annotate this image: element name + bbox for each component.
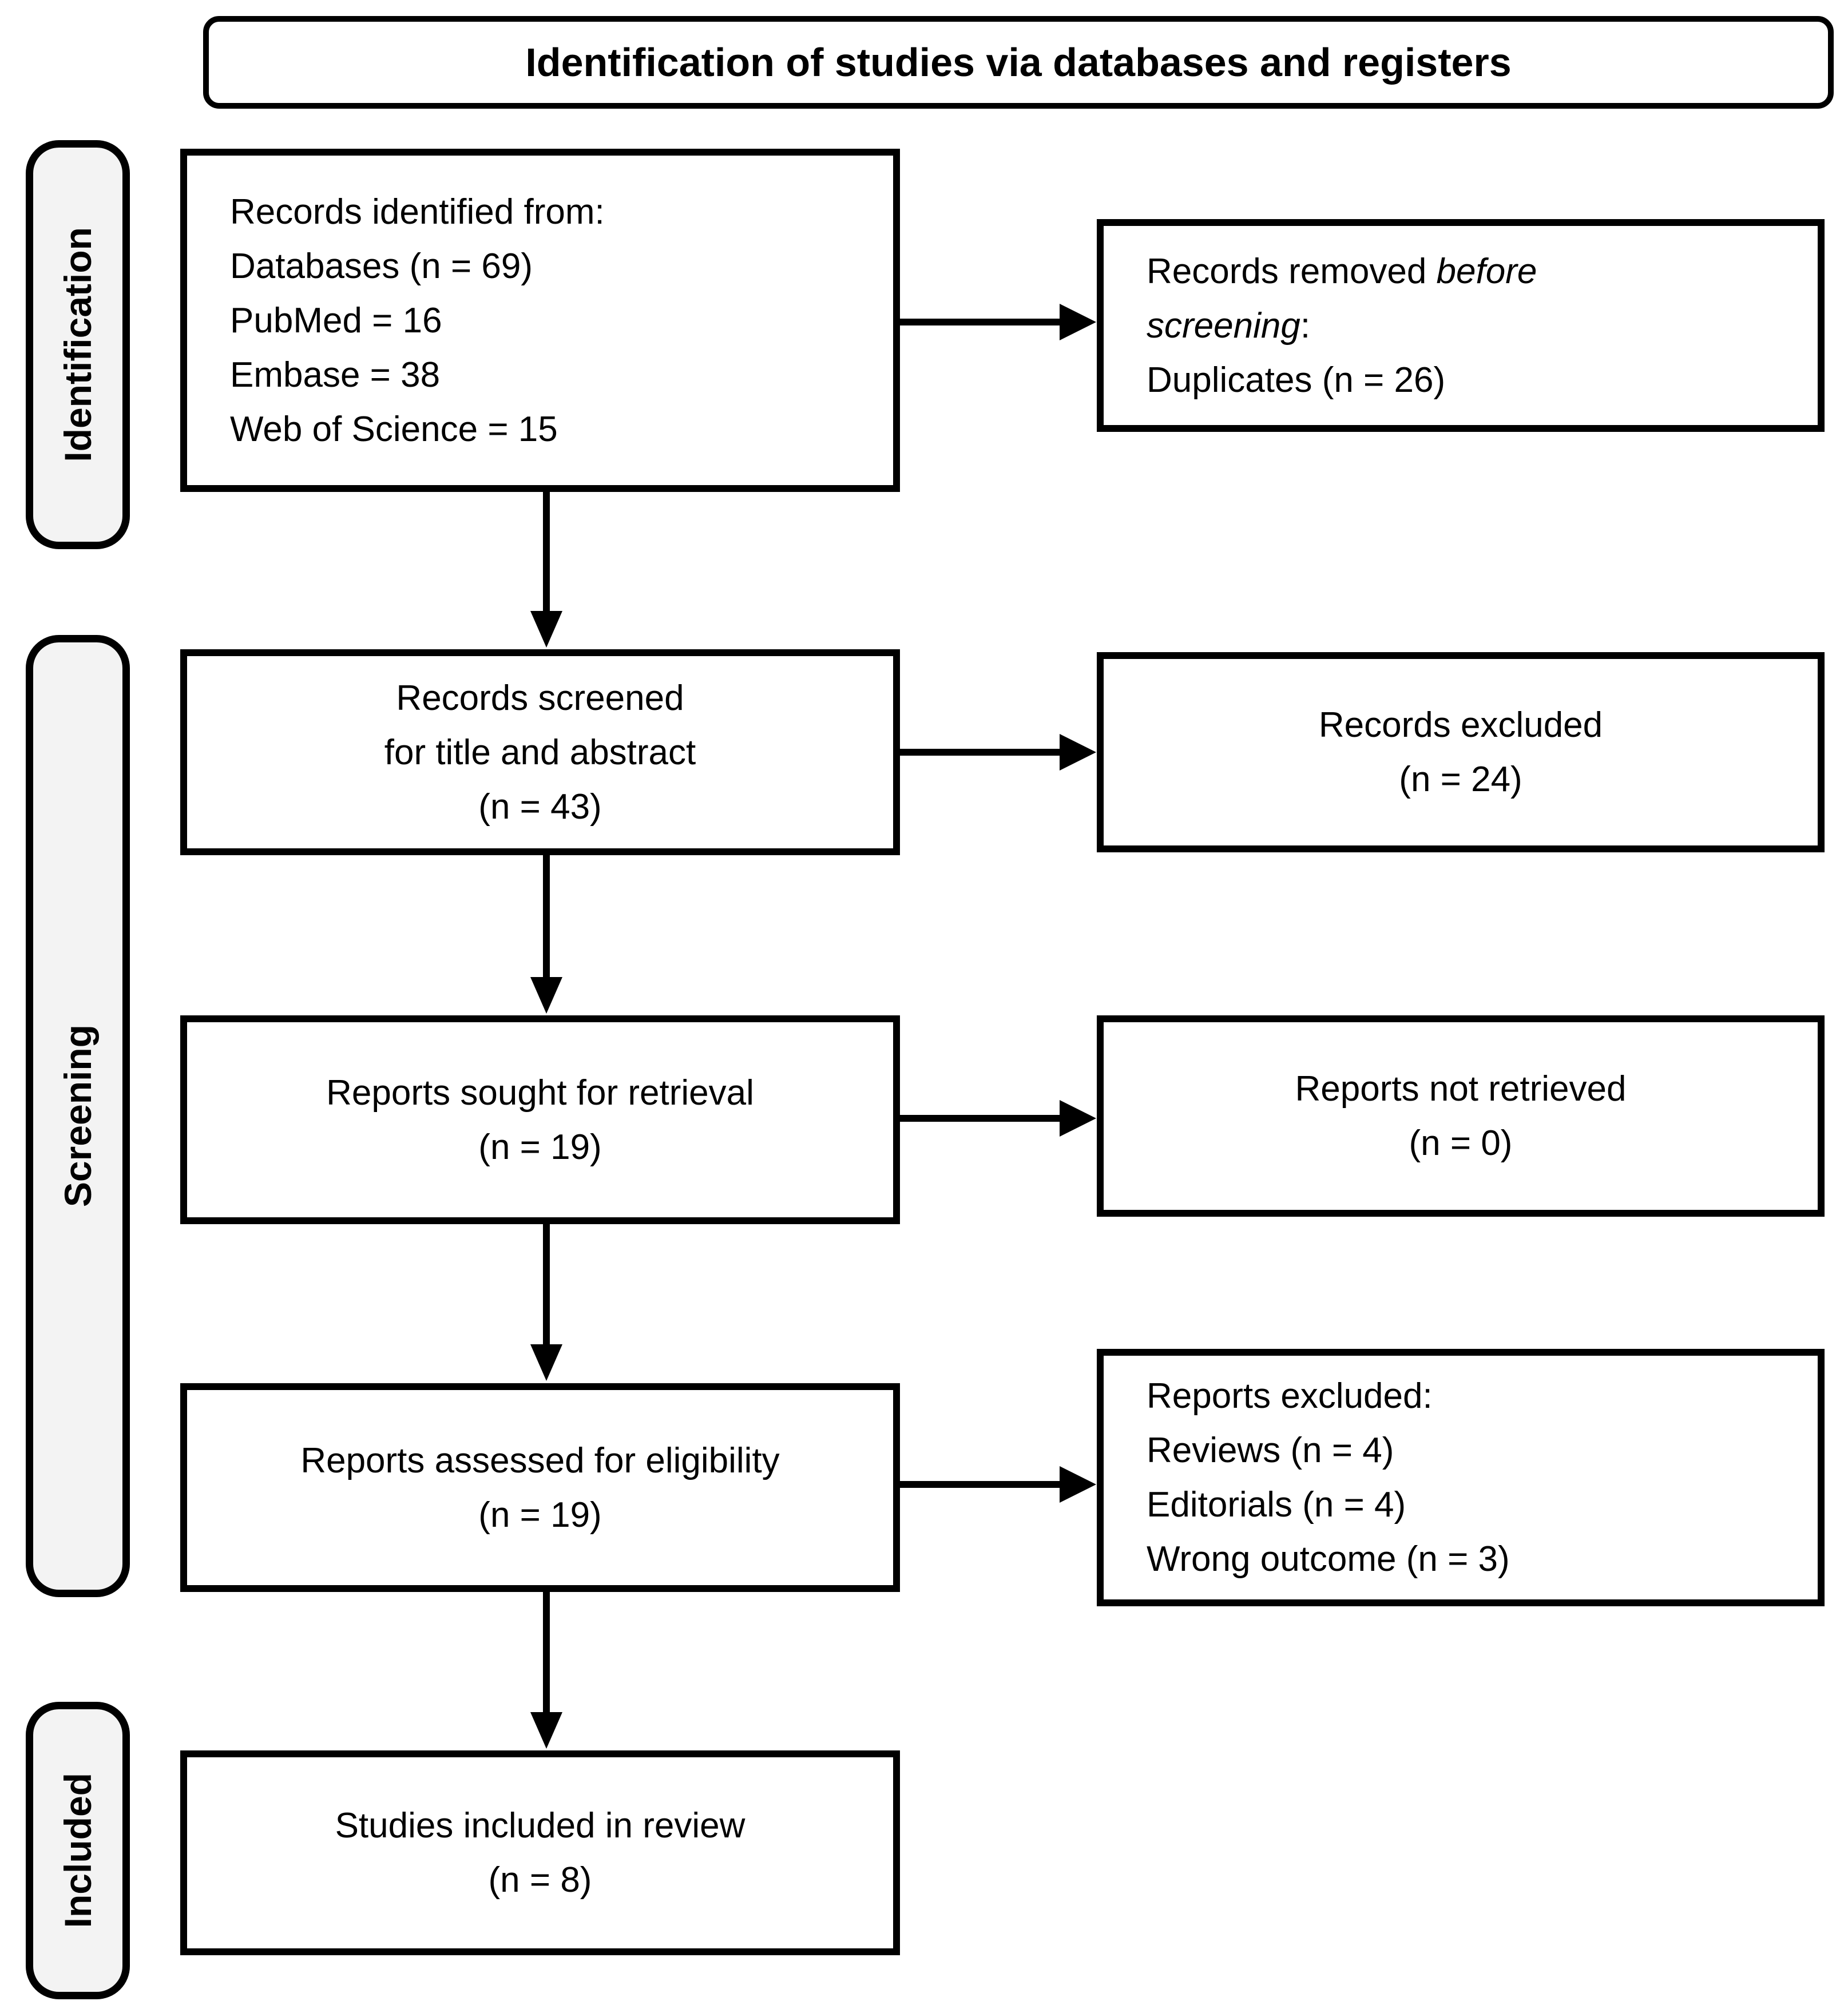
box-line: Records screened — [396, 678, 684, 718]
box-line: Records excluded — [1318, 705, 1603, 745]
box-line: (n = 0) — [1409, 1123, 1513, 1163]
box-line: (n = 43) — [478, 787, 602, 827]
box-reports-sought: Reports sought for retrieval (n = 19) — [180, 1015, 900, 1224]
arrow-sought-to-not-retrieved — [898, 1100, 1096, 1137]
box-line: (n = 19) — [478, 1127, 602, 1167]
box-line: Reports excluded: — [1147, 1376, 1433, 1416]
box-reports-excluded: Reports excluded: Reviews (n = 4) Editor… — [1097, 1349, 1825, 1606]
diagram-title-text: Identification of studies via databases … — [525, 40, 1512, 85]
box-line: Reports sought for retrieval — [326, 1073, 754, 1113]
box-line: Studies included in review — [335, 1806, 745, 1845]
arrow-sought-to-assessed — [530, 1222, 562, 1381]
box-line: Records identified from: — [230, 192, 605, 232]
stage-label-included-text: Included — [57, 1773, 99, 1928]
box-line: Databases (n = 69) — [230, 246, 533, 286]
box-line: Reports assessed for eligibility — [300, 1440, 780, 1480]
stage-label-included: Included — [26, 1702, 130, 1999]
box-line: screening: — [1147, 299, 1801, 353]
stage-label-identification: Identification — [26, 140, 130, 549]
box-line-italic-text: screening — [1147, 305, 1300, 346]
arrow-screened-to-sought — [530, 853, 562, 1014]
box-line-text: : — [1300, 305, 1311, 346]
box-line: Embase = 38 — [230, 355, 441, 395]
box-line-text: Records removed — [1147, 251, 1437, 291]
box-records-excluded: Records excluded (n = 24) — [1097, 652, 1825, 852]
arrow-assessed-to-reports-excluded — [898, 1466, 1096, 1503]
box-line: Duplicates (n = 26) — [1147, 360, 1446, 400]
box-records-removed: Records removed before screening: Duplic… — [1097, 219, 1825, 432]
box-line: PubMed = 16 — [230, 300, 442, 340]
box-reports-assessed: Reports assessed for eligibility (n = 19… — [180, 1383, 900, 1592]
arrow-assessed-to-included — [530, 1590, 562, 1749]
box-line-italic-text: before — [1436, 251, 1537, 291]
box-line: Reviews (n = 4) — [1147, 1431, 1394, 1470]
box-line: (n = 8) — [488, 1860, 592, 1900]
box-line: for title and abstract — [384, 732, 696, 772]
arrow-screened-to-excluded — [898, 734, 1096, 771]
box-line: Editorials (n = 4) — [1147, 1485, 1406, 1524]
box-line: Wrong outcome (n = 3) — [1147, 1539, 1510, 1579]
stage-label-screening: Screening — [26, 635, 130, 1597]
arrow-identified-to-screened — [530, 490, 562, 648]
arrow-identified-to-removed — [898, 304, 1096, 340]
box-records-screened: Records screened for title and abstract … — [180, 649, 900, 855]
box-line: (n = 24) — [1399, 760, 1522, 799]
box-line: Web of Science = 15 — [230, 409, 558, 449]
box-studies-included: Studies included in review (n = 8) — [180, 1750, 900, 1955]
stage-label-identification-text: Identification — [57, 227, 99, 462]
stage-label-screening-text: Screening — [57, 1025, 99, 1208]
diagram-title: Identification of studies via databases … — [203, 16, 1834, 109]
box-records-identified: Records identified from: Databases (n = … — [180, 149, 900, 492]
box-reports-not-retrieved: Reports not retrieved (n = 0) — [1097, 1015, 1825, 1217]
box-line: (n = 19) — [478, 1495, 602, 1535]
box-line: Records removed before — [1147, 244, 1801, 299]
box-line: Reports not retrieved — [1295, 1069, 1627, 1109]
